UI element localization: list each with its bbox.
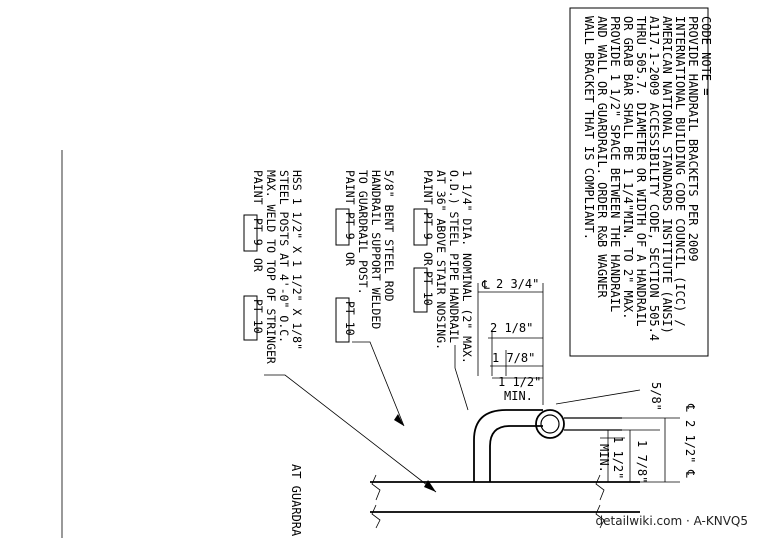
note-line: 5/8" BENT STEEL ROD bbox=[382, 170, 396, 302]
break-mark bbox=[371, 474, 381, 501]
pt10-tag bbox=[413, 267, 428, 313]
code-note-line: INTERNATIONAL BUILDING CODE COUNCIL (ICC… bbox=[673, 16, 687, 327]
pt10-tag bbox=[243, 295, 258, 341]
note-line: MAX. WELD TO TOP OF STRINGER bbox=[264, 170, 278, 364]
handrail-pipe bbox=[535, 409, 565, 439]
leader-arrow bbox=[424, 480, 436, 492]
or-label: OR bbox=[421, 252, 435, 266]
pt10-label: PT-10 bbox=[343, 301, 357, 336]
note-line: 1 1/4" DIA. NOMINAL (2" MAX. bbox=[460, 170, 474, 364]
pt10-tag bbox=[335, 297, 350, 343]
guardrail-label: AT GUARDRA bbox=[289, 464, 303, 537]
pt10-label: PT-10 bbox=[421, 271, 435, 306]
pt9-label: PT-9 bbox=[343, 212, 357, 240]
code-note-line: A117.1-2009 ACCESSIBILITY CODE, SECTION … bbox=[647, 16, 661, 341]
dim-label: 1 7/8" bbox=[492, 351, 535, 365]
or-label: OR bbox=[251, 258, 265, 272]
note-line: O.D.) STEEL PIPE HANDRAIL bbox=[447, 170, 461, 343]
code-note-line: PROVIDE 1 1/2" SPACE BETWEEN THE HANDRAI… bbox=[608, 16, 622, 312]
note-hss-posts: HSS 1 1/2" X 1 1/2" X 1/8" STEEL POSTS A… bbox=[243, 170, 304, 364]
dim-label: 5/8" bbox=[649, 382, 663, 411]
break-mark bbox=[595, 504, 605, 529]
code-note-box bbox=[569, 7, 709, 357]
pt9-tag bbox=[243, 214, 258, 252]
pt10-label: PT-10 bbox=[251, 299, 265, 334]
pt9-tag bbox=[335, 208, 350, 246]
dim-label: 2 3/4" bbox=[496, 277, 539, 291]
break-mark bbox=[371, 504, 381, 529]
dim-label: 2 1/2" bbox=[683, 420, 697, 463]
code-note-line: AND WALL OR GUARDRAIL. ORDER R&B WAGNER bbox=[595, 16, 609, 299]
pt9-label: PT-9 bbox=[251, 218, 265, 246]
dim-label: MIN. bbox=[504, 389, 533, 403]
dim-label: MIN. bbox=[597, 444, 611, 473]
paint-label: PAINT bbox=[421, 170, 435, 205]
dim-label: 2 1/8" bbox=[490, 321, 533, 335]
footer-watermark: detailwiki.com · A-KNVQ5 bbox=[595, 514, 748, 528]
note-line: TO GUARDRAIL POST. bbox=[356, 170, 370, 295]
centerline-symbol: ℄ bbox=[683, 403, 697, 412]
pt9-tag bbox=[413, 208, 428, 246]
dim-leader-5-8 bbox=[555, 389, 641, 405]
dim-label: 1 1/2" bbox=[498, 375, 541, 389]
note-pipe-handrail: 1 1/4" DIA. NOMINAL (2" MAX. O.D.) STEEL… bbox=[413, 170, 474, 364]
bent-rod-outer bbox=[473, 409, 543, 482]
code-note-line: AMERICAN NATIONAL STANDARDS INSTITUTE (A… bbox=[660, 16, 674, 334]
note-bent-rod: 5/8" BENT STEEL ROD HANDRAIL SUPPORT WEL… bbox=[335, 170, 396, 343]
leader-hss bbox=[264, 374, 437, 493]
code-note-line: PROVIDE HANDRAIL BRACKETS PER 2009 bbox=[686, 16, 700, 262]
dim-label: 1 7/8" bbox=[635, 440, 649, 483]
code-note-line: WALL BRACKET THAT IS COMPLIANT. bbox=[582, 16, 596, 240]
bent-rod-inner bbox=[489, 425, 543, 482]
leader-arrow bbox=[394, 414, 404, 426]
note-line: HSS 1 1/2" X 1 1/2" X 1/8" bbox=[290, 170, 304, 350]
code-note-line: THRU 505.7. DIAMETER OR WIDTH OF A HANDR… bbox=[634, 16, 648, 327]
centerline-symbol: ℄ bbox=[683, 469, 697, 478]
leader-pipe bbox=[454, 345, 469, 411]
code-note-line: OR GRAB BAR SHALL BE 1 1/4"MIN. TO 2" MA… bbox=[621, 16, 635, 319]
or-label: OR bbox=[343, 252, 357, 266]
pt9-label: PT-9 bbox=[421, 212, 435, 240]
dim-label: 1 1/2" bbox=[611, 436, 625, 479]
paint-label: PAINT bbox=[343, 170, 357, 205]
leader-rod bbox=[352, 341, 405, 427]
break-mark bbox=[595, 474, 605, 501]
handrail-pipe-inner bbox=[540, 414, 560, 434]
code-note-text: CODE NOTE = PROVIDE HANDRAIL BRACKETS PE… bbox=[582, 16, 713, 341]
note-line: AT 36" ABOVE STAIR NOSING. bbox=[434, 170, 448, 350]
note-line: STEEL POSTS AT 4'-0" O.C. bbox=[277, 170, 291, 343]
code-note-line: CODE NOTE = bbox=[699, 16, 713, 95]
paint-label: PAINT bbox=[251, 170, 265, 205]
note-line: HANDRAIL SUPPORT WELDED bbox=[369, 170, 383, 329]
centerline-symbol: ℄ bbox=[481, 278, 490, 292]
